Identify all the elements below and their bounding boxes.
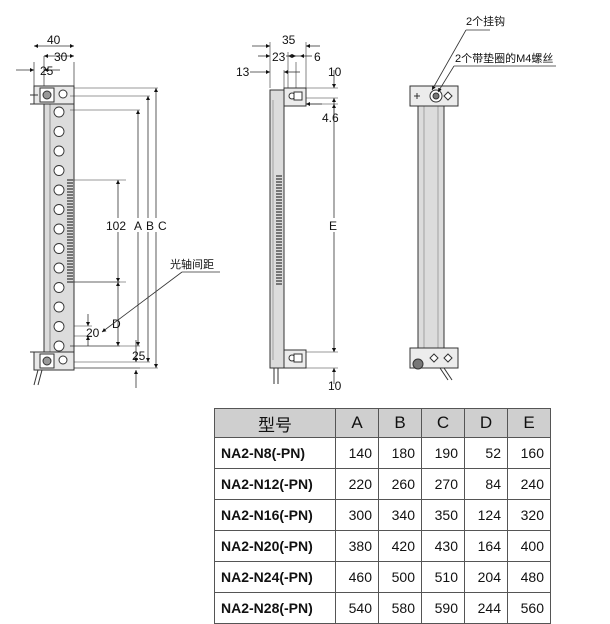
dimension-table: 型号 A B C D E NA2-N8(-PN) 140 180 190 52 …: [214, 408, 551, 624]
sensor-body-rear: [417, 91, 445, 369]
cell-E: 400: [507, 530, 551, 562]
beam-lens: [53, 223, 65, 235]
dim-D-label: D: [112, 317, 121, 331]
table-row: NA2-N16(-PN) 300 340 350 124 320: [214, 499, 551, 531]
cell-C: 270: [421, 468, 465, 500]
dim-E-label: E: [329, 219, 337, 233]
dim-10-bottom-label: 10: [328, 379, 342, 393]
front-view: 40 30 25 102 A B C D: [16, 33, 220, 388]
side-grille: [276, 175, 282, 285]
hooks-label: 2个挂钩: [466, 14, 505, 28]
cell-model: NA2-N16(-PN): [214, 499, 336, 531]
cell-D: 204: [464, 561, 508, 593]
header-B: B: [378, 408, 422, 438]
beam-lens: [53, 165, 65, 176]
cell-E: 560: [507, 592, 551, 624]
bottom-bracket-side: [273, 349, 307, 384]
beam-lens-column: [53, 106, 65, 352]
sensor-body-side: [269, 89, 285, 369]
screws-label: 2个带垫圈的M4螺丝: [455, 51, 553, 65]
cell-B: 580: [378, 592, 422, 624]
cell-model: NA2-N28(-PN): [214, 592, 336, 624]
dim-A-label: A: [134, 219, 142, 233]
header-A: A: [335, 408, 379, 438]
rear-view: 2个挂钩 2个带垫圈的M4螺丝: [409, 14, 556, 381]
header-D: D: [464, 408, 508, 438]
dim-20-label: 20: [86, 326, 100, 340]
cell-model: NA2-N20(-PN): [214, 530, 336, 562]
cell-model: NA2-N8(-PN): [214, 437, 336, 469]
cell-C: 590: [421, 592, 465, 624]
header-C: C: [421, 408, 465, 438]
cell-E: 160: [507, 437, 551, 469]
cell-A: 220: [335, 468, 379, 500]
dim-C-label: C: [158, 219, 167, 233]
bottom-bracket-rear: [409, 347, 459, 381]
cell-A: 380: [335, 530, 379, 562]
dim-13-label: 13: [236, 65, 250, 79]
beam-lens: [53, 321, 65, 332]
table-row: NA2-N12(-PN) 220 260 270 84 240: [214, 468, 551, 500]
cell-C: 190: [421, 437, 465, 469]
top-bracket-front: [30, 85, 75, 105]
axis-pitch-label: 光轴间距: [170, 257, 214, 271]
table-row: NA2-N8(-PN) 140 180 190 52 160: [214, 437, 551, 469]
beam-lens: [53, 184, 65, 196]
dim-25-bottom-label: 25: [132, 349, 146, 363]
beam-lens: [53, 126, 65, 137]
cell-B: 420: [378, 530, 422, 562]
cell-E: 480: [507, 561, 551, 593]
beam-lens: [53, 262, 65, 274]
dimension-drawing: 40 30 25 102 A B C D: [16, 14, 556, 393]
dim-23-label: 23: [272, 50, 286, 64]
table-header-row: 型号 A B C D E: [214, 408, 551, 438]
beam-lens: [53, 340, 65, 352]
dim-30-label: 30: [54, 50, 68, 64]
beam-lens: [53, 301, 65, 313]
cell-B: 500: [378, 561, 422, 593]
cell-A: 540: [335, 592, 379, 624]
cell-model: NA2-N24(-PN): [214, 561, 336, 593]
table-row: NA2-N24(-PN) 460 500 510 204 480: [214, 561, 551, 593]
cell-E: 240: [507, 468, 551, 500]
dim-B-label: B: [146, 219, 154, 233]
dim-6-label: 6: [314, 50, 321, 64]
dim-40-label: 40: [47, 33, 61, 47]
dim-25-top-label: 25: [40, 64, 54, 78]
cell-A: 140: [335, 437, 379, 469]
beam-lens: [53, 106, 65, 118]
table-row: NA2-N28(-PN) 540 580 590 244 560: [214, 592, 551, 624]
cell-D: 244: [464, 592, 508, 624]
dim-4-6-label: 4.6: [322, 111, 339, 125]
top-bracket-side: [283, 87, 307, 107]
beam-lens: [53, 243, 65, 254]
cell-B: 260: [378, 468, 422, 500]
cell-D: 84: [464, 468, 508, 500]
cell-D: 164: [464, 530, 508, 562]
top-bracket-rear: [409, 85, 459, 107]
cell-D: 52: [464, 437, 508, 469]
cell-C: 510: [421, 561, 465, 593]
dim-35-label: 35: [282, 33, 296, 47]
dim-10-top-label: 10: [328, 65, 342, 79]
cell-A: 460: [335, 561, 379, 593]
indicator-grille: [67, 179, 73, 283]
cell-C: 430: [421, 530, 465, 562]
bottom-bracket-front: [33, 351, 75, 386]
header-E: E: [507, 408, 551, 438]
table-row: NA2-N20(-PN) 380 420 430 164 400: [214, 530, 551, 562]
cell-B: 180: [378, 437, 422, 469]
beam-lens: [53, 204, 65, 215]
cell-D: 124: [464, 499, 508, 531]
cell-C: 350: [421, 499, 465, 531]
beam-lens: [53, 145, 65, 157]
side-view: 35 23 6 13 10 4.6 E 10: [236, 33, 342, 393]
beam-lens: [53, 282, 65, 293]
cell-B: 340: [378, 499, 422, 531]
dim-102-label: 102: [106, 219, 126, 233]
header-model: 型号: [214, 408, 336, 438]
cell-A: 300: [335, 499, 379, 531]
cell-E: 320: [507, 499, 551, 531]
cell-model: NA2-N12(-PN): [214, 468, 336, 500]
